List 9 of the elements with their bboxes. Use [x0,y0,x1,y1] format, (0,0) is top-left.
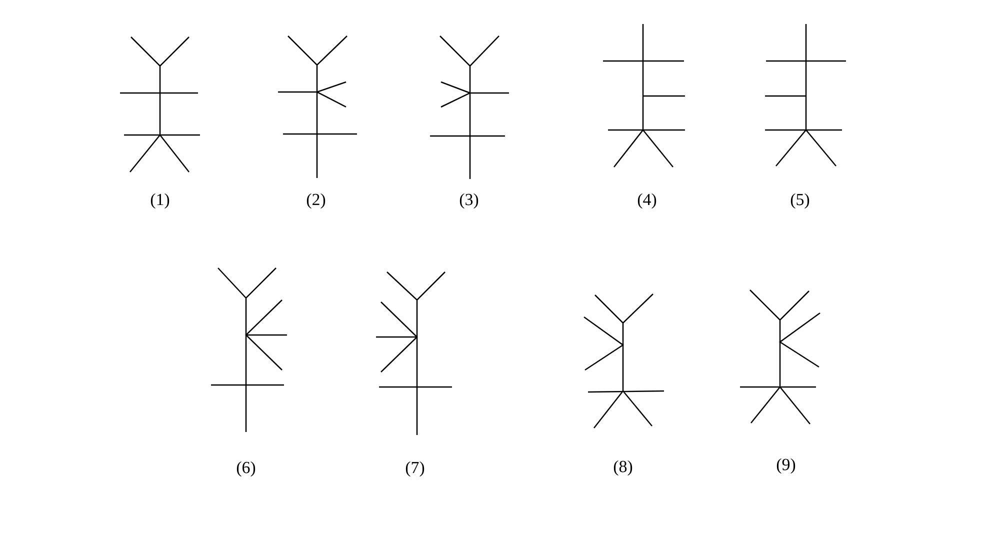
figure-number: (7) [406,461,424,477]
figure-number: (9) [776,458,796,474]
figure-number: (5) [790,193,810,209]
figure-number: (8) [614,460,632,476]
figure-number: (6) [236,461,256,477]
figure-number: (3) [460,193,478,209]
figure-number: (4) [638,193,656,209]
figure-number: (1) [150,193,170,209]
figure-number: (2) [306,193,326,209]
